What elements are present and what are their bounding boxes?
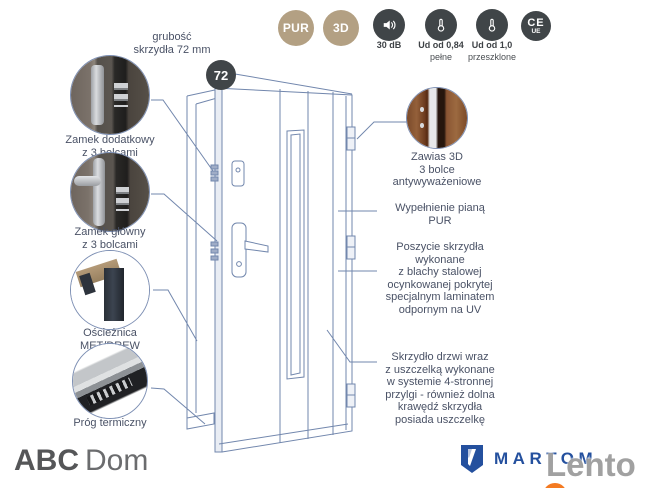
thermometer-icon	[488, 18, 496, 32]
badge-thermal-full-caption: Ud od 0,84	[418, 40, 464, 50]
photo-oscieznica	[70, 250, 150, 330]
glass-strip	[286, 129, 305, 380]
hinges	[346, 126, 356, 408]
abc-dom-logo-light: Dom	[85, 444, 149, 477]
badge-thermal-glazed-sub: przeszklone	[467, 52, 517, 62]
label-skrzydlo: Skrzydło drzwi wraz z uszczelką wykonane…	[385, 351, 495, 426]
main-lock-photo	[71, 153, 149, 231]
badge-sound-caption: 30 dB	[376, 40, 402, 50]
photo-zamek-dodatkowy	[70, 55, 150, 135]
ce-mark-icon: CE	[527, 16, 545, 29]
photo-zamek-glowny	[70, 152, 150, 232]
speaker-icon	[383, 20, 396, 30]
badge-pur-label: PUR	[282, 21, 310, 35]
photo-prog-termiczny	[72, 343, 148, 419]
martom-shield-icon	[461, 445, 483, 473]
martom-logo: MARTOM	[460, 444, 597, 474]
badge-ce-sub: UE	[531, 27, 541, 35]
label-zamek-glowny: Zamek główny z 3 bolcami	[74, 226, 146, 251]
lento-watermark-text: Lento	[546, 446, 636, 483]
badge-pur: PUR	[278, 10, 314, 46]
hinge-photo	[407, 88, 467, 148]
label-poszycie: Poszycie skrzydła wykonane z blachy stal…	[385, 241, 495, 316]
badge-thermal-full-sub: pełne	[429, 52, 453, 62]
lock-bolts	[210, 164, 219, 261]
lento-pl-badge: pl	[543, 483, 567, 488]
abc-dom-logo-bold: ABC	[14, 444, 79, 477]
martom-logo-text: MARTOM	[494, 449, 598, 468]
badge-sound	[373, 9, 405, 41]
thermometer-icon	[437, 18, 445, 32]
door-handle	[231, 160, 269, 278]
badge-3d-label: 3D	[333, 21, 349, 35]
badge-ce: CE UE	[521, 11, 551, 41]
label-zawias: Zawias 3D 3 bolce antywyważeniowe	[392, 151, 482, 188]
badge-3d: 3D	[323, 10, 359, 46]
badge-thermal-glazed-caption: Ud od 1,0	[471, 40, 513, 50]
badge-thermal-glazed	[476, 9, 508, 41]
door-leaf	[214, 86, 353, 453]
lento-watermark: Lentopl	[543, 446, 650, 488]
label-prog-termiczny: Próg termiczny	[73, 417, 147, 429]
thermal-threshold-photo	[73, 344, 147, 418]
thickness-label: grubość skrzydła 72 mm	[133, 31, 211, 56]
additional-lock-photo	[71, 56, 149, 134]
callout-connectors	[150, 73, 407, 425]
thickness-badge: 72	[206, 60, 236, 90]
photo-zawias	[406, 87, 468, 149]
thickness-badge-value: 72	[213, 67, 229, 83]
badge-thermal-full	[425, 9, 457, 41]
door-frame-profile-photo	[71, 251, 149, 329]
label-wypelnienie: Wypełnienie pianą PUR	[395, 202, 485, 227]
door-frame	[186, 87, 225, 430]
